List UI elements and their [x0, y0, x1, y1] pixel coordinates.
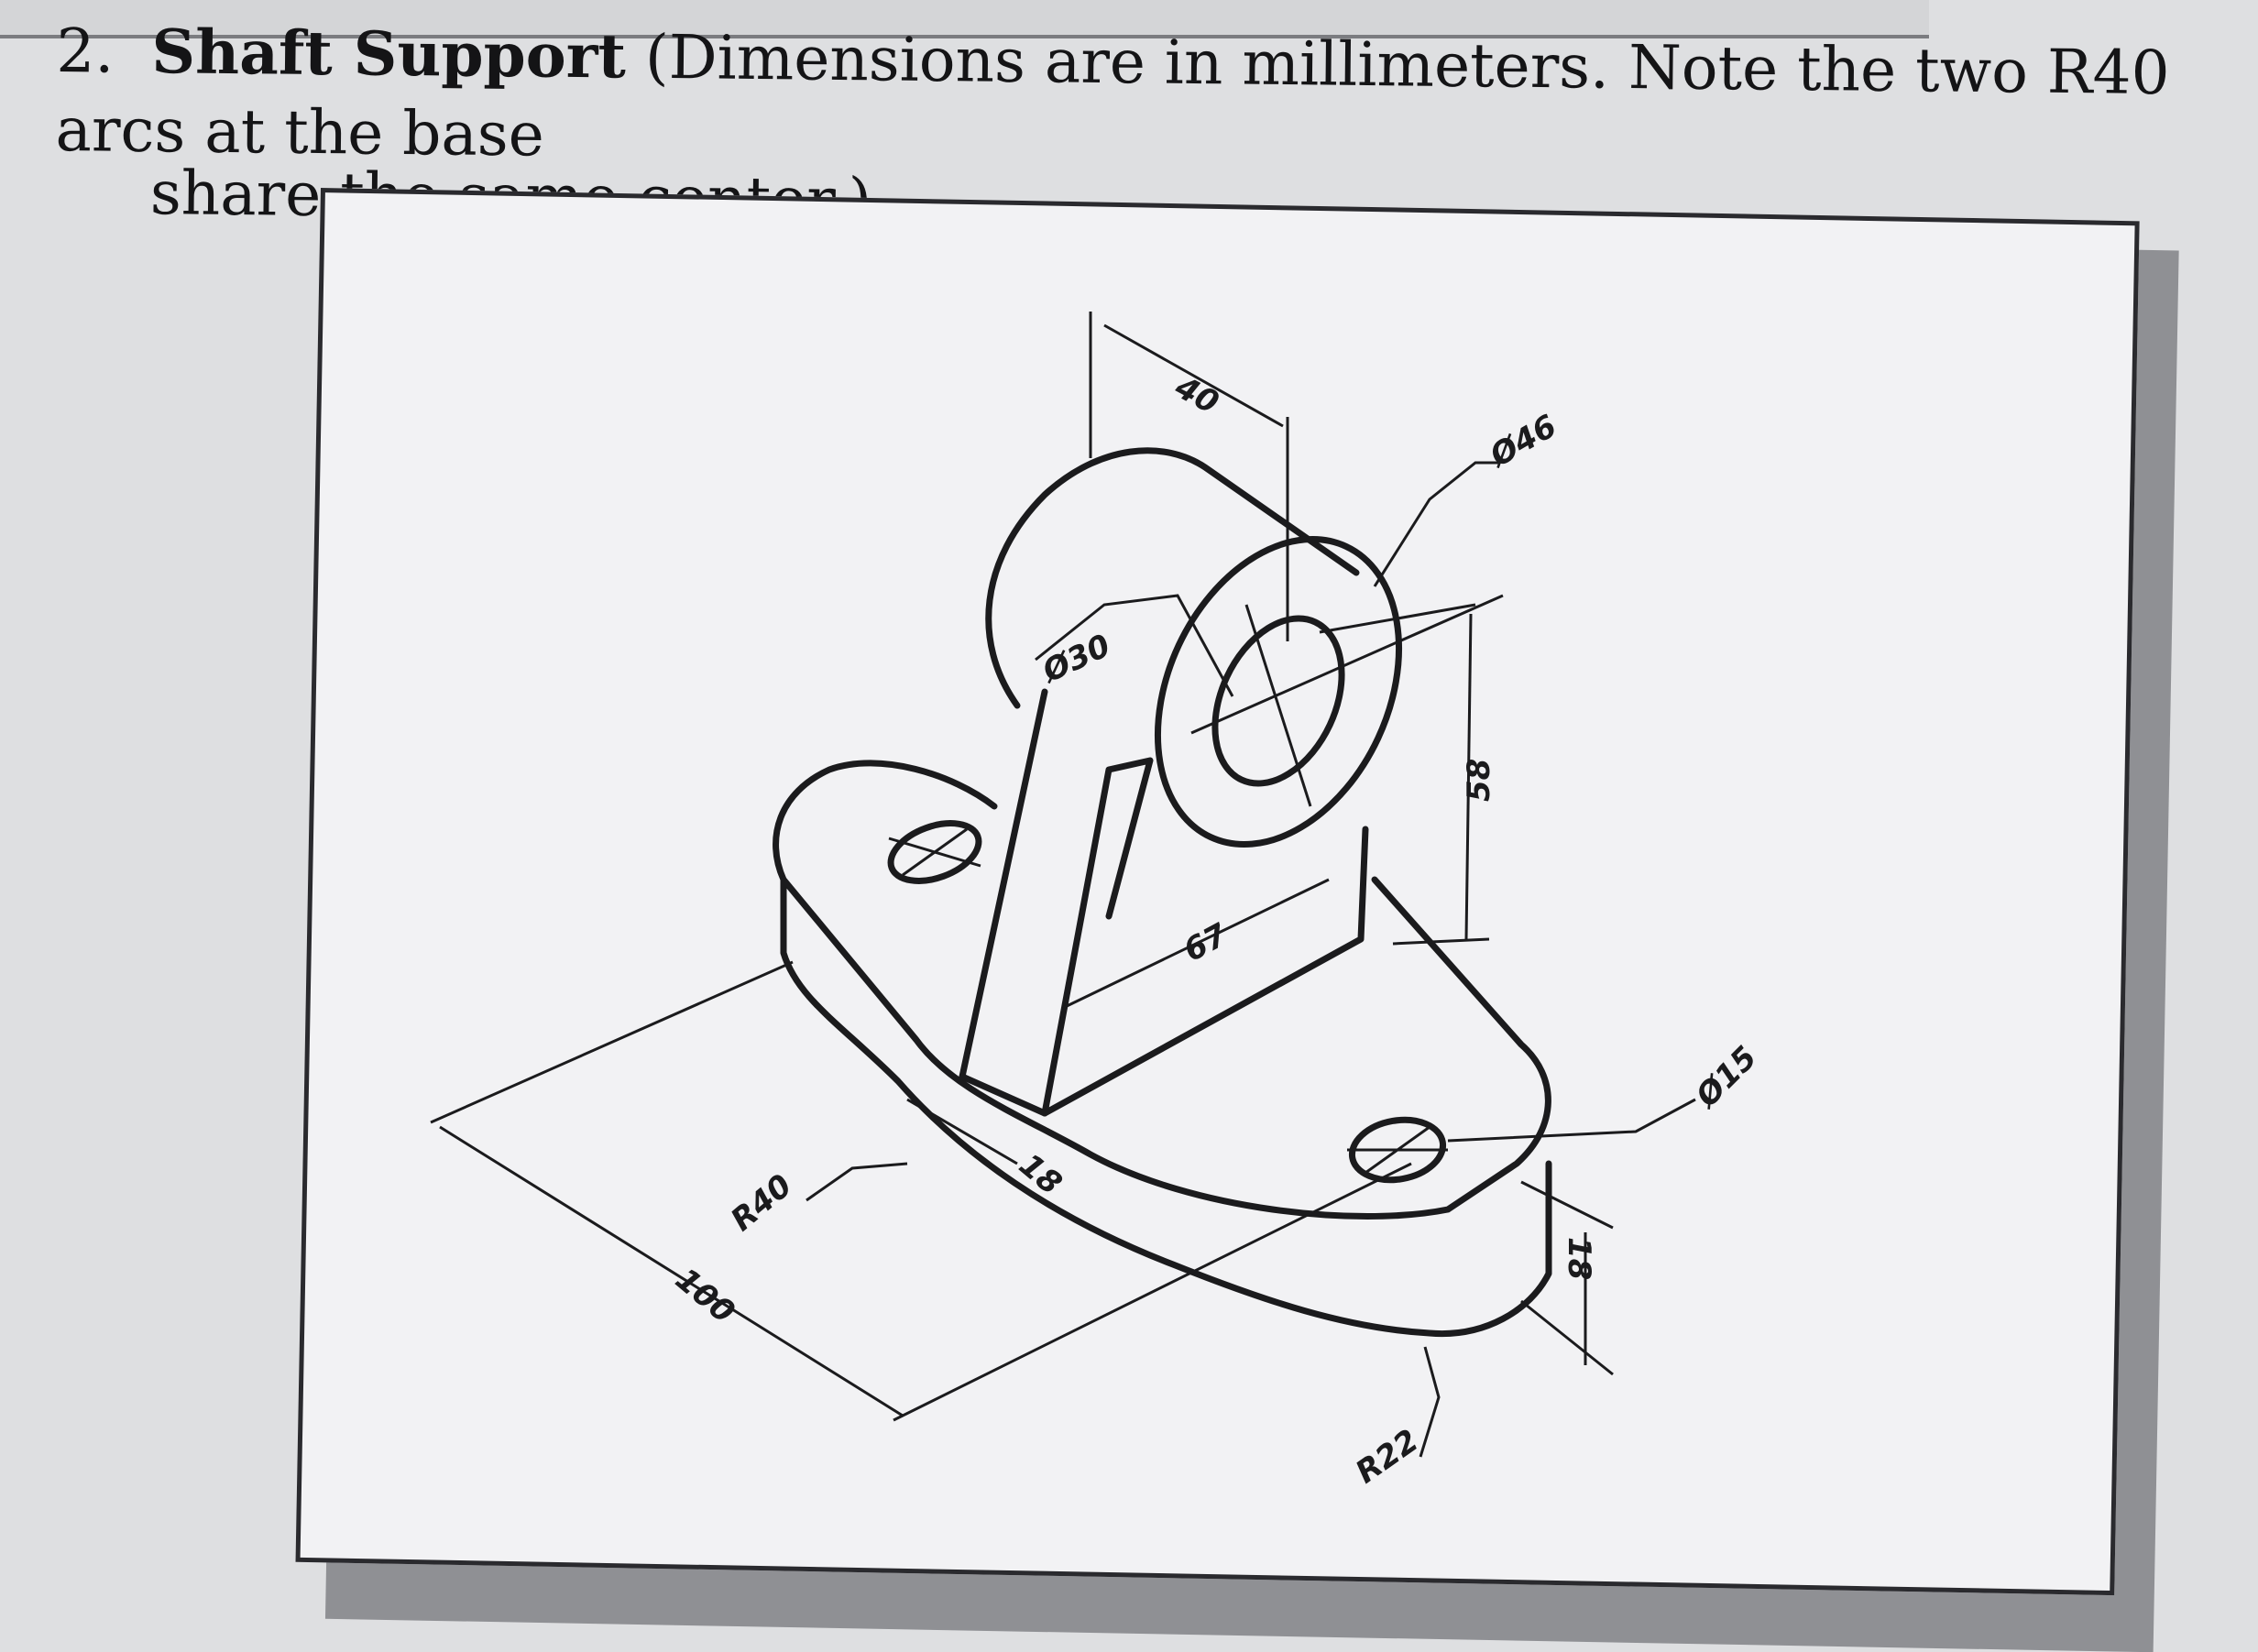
- dim-label-18a: 18: [1012, 1146, 1069, 1202]
- dim-line-58: [1464, 613, 1473, 940]
- boss-back-arc: [985, 447, 1360, 709]
- dim-label-100: 100: [668, 1261, 741, 1330]
- ext-18b-bottom: [1520, 1299, 1614, 1376]
- ext-100-left: [430, 960, 794, 1124]
- dim-line-18a: [906, 1098, 1018, 1165]
- dim-label-58: 58: [1461, 759, 1497, 802]
- upright-front-face: [1041, 757, 1154, 1117]
- dim-label-30: Ø30: [1036, 628, 1116, 691]
- leader-r40: [806, 1162, 908, 1202]
- upright-left-face: [959, 688, 1048, 1080]
- dim-label-15: Ø15: [1688, 1039, 1765, 1116]
- dim-label-18b: 18: [1561, 1237, 1597, 1280]
- dim-label-67: 67: [1178, 916, 1233, 969]
- ext-58-bottom: [1392, 937, 1490, 946]
- center-line-boss-h: [1190, 594, 1504, 735]
- base-hole-right: [1348, 1116, 1447, 1184]
- ext-58-top: [1319, 603, 1476, 634]
- center-line-right-hole-b: [1365, 1125, 1430, 1175]
- leader-r22: [1419, 1346, 1441, 1458]
- base-plate-top-outline: [773, 760, 1551, 1220]
- leader-15: [1447, 1098, 1696, 1143]
- dim-line-67: [1062, 878, 1330, 1010]
- base-plate-front-edge: [780, 876, 1552, 1338]
- dim-label-r40: R40: [724, 1167, 799, 1239]
- leader-46: [1373, 461, 1498, 587]
- ext-100-right: [893, 1162, 1412, 1422]
- leader-30: [1035, 594, 1234, 697]
- upright-bottom-edge: [959, 826, 1369, 1117]
- boss-front-ellipse: [1154, 535, 1403, 848]
- center-line-left-hole-b: [902, 827, 968, 877]
- dim-label-r22: R22: [1349, 1422, 1425, 1491]
- dim-line-40: [1103, 323, 1284, 428]
- shaft-hole-30: [1211, 615, 1345, 787]
- dim-label-40: 40: [1168, 368, 1224, 421]
- ext-18b-top: [1520, 1180, 1614, 1230]
- dim-label-46: Ø46: [1483, 408, 1563, 476]
- base-hole-left: [887, 820, 982, 884]
- top-panel: [0, 0, 1929, 38]
- dim-line-100: [439, 1125, 904, 1417]
- center-line-boss-v: [1244, 604, 1312, 807]
